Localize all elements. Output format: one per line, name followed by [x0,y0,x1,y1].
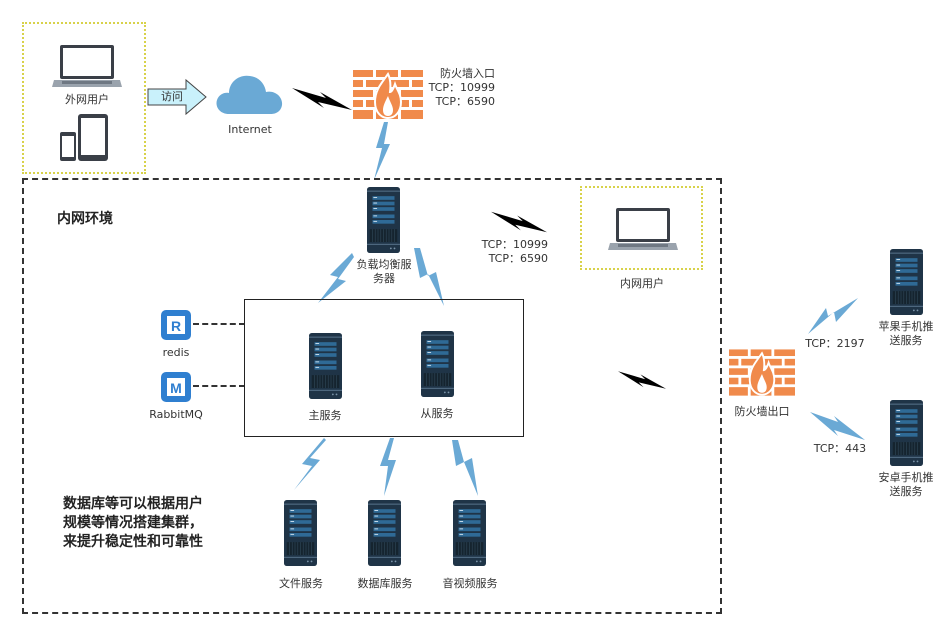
link-bolt-cluster-firewall-out [612,368,672,392]
link-bolt-apple-push [808,298,858,334]
note-line-3: 来提升稳定性和可靠性 [63,534,203,550]
tablet-phone-icon [60,114,108,161]
intranet-title: 内网环境 [57,211,113,227]
link-bolt-lb-master [318,253,354,303]
note-line-2: 规模等情况搭建集群， [63,515,203,531]
rabbitmq-icon: M [161,372,191,402]
rabbitmq-glyph: M [170,380,182,396]
apple-push-label-2: 送服务 [889,334,923,347]
link-bolt-android-push [810,412,865,440]
master-server-icon [309,330,342,402]
apple-push-port: TCP：2197 [805,337,865,350]
db-service-label: 数据库服务 [357,577,413,590]
external-users-label: 外网用户 [65,93,109,106]
android-push-port: TCP：443 [813,442,867,455]
android-push-server-icon [890,397,923,469]
rabbitmq-connector [193,385,245,387]
load-balancer-label-2: 务器 [373,272,395,285]
cluster-box [244,299,524,437]
media-service-label: 音视频服务 [442,577,498,590]
firewall-exit-icon [729,349,795,397]
intranet-user-label: 内网用户 [620,277,664,290]
load-balancer-server-icon [367,187,400,253]
link-bolt-db-service [380,438,396,496]
rabbitmq-label: RabbitMQ [149,408,203,421]
db-service-server-icon [368,497,401,569]
master-server-label: 主服务 [308,409,342,422]
link-bolt-lb-slave [414,248,444,306]
firewall-entry-icon [353,70,423,120]
access-arrow [147,78,207,116]
firewall-entry-port-1: TCP：10999 [428,81,495,94]
load-balancer-label-1: 负载均衡服 [356,258,412,271]
apple-push-label-1: 苹果手机推 [878,320,934,333]
redis-icon: R [161,310,191,340]
access-arrow-label: 访问 [161,90,183,103]
media-service-server-icon [453,497,486,569]
redis-connector [193,323,245,325]
redis-label: redis [162,346,190,359]
apple-push-server-icon [890,246,923,318]
android-push-label-1: 安卓手机推 [878,471,934,484]
slave-server-label: 从服务 [420,407,454,420]
file-service-server-icon [284,497,317,569]
android-push-label-2: 送服务 [889,485,923,498]
external-users-zone [22,22,146,174]
intranet-laptop-icon [608,208,678,252]
intranet-user-zone [580,186,703,270]
slave-server-icon [421,328,454,400]
internet-label: Internet [228,123,272,136]
intranet-link-port-1: TCP：10999 [481,238,548,251]
firewall-entry-title: 防火墙入口 [440,67,495,80]
firewall-exit-label: 防火墙出口 [734,405,790,418]
laptop-icon [52,45,122,89]
cloud-icon [216,75,283,114]
link-bolt-intranet-user [488,208,550,236]
link-bolt-firewall-lb [374,122,390,180]
file-service-label: 文件服务 [279,577,323,590]
redis-glyph: R [171,318,181,334]
intranet-zone [22,178,722,614]
link-bolt-file-service [294,438,326,490]
firewall-entry-port-2: TCP：6590 [435,95,495,108]
link-bolt-internet-firewall [292,84,352,114]
link-bolt-media-service [452,440,478,496]
intranet-link-port-2: TCP：6590 [488,252,548,265]
note-line-1: 数据库等可以根据用户 [63,496,203,512]
